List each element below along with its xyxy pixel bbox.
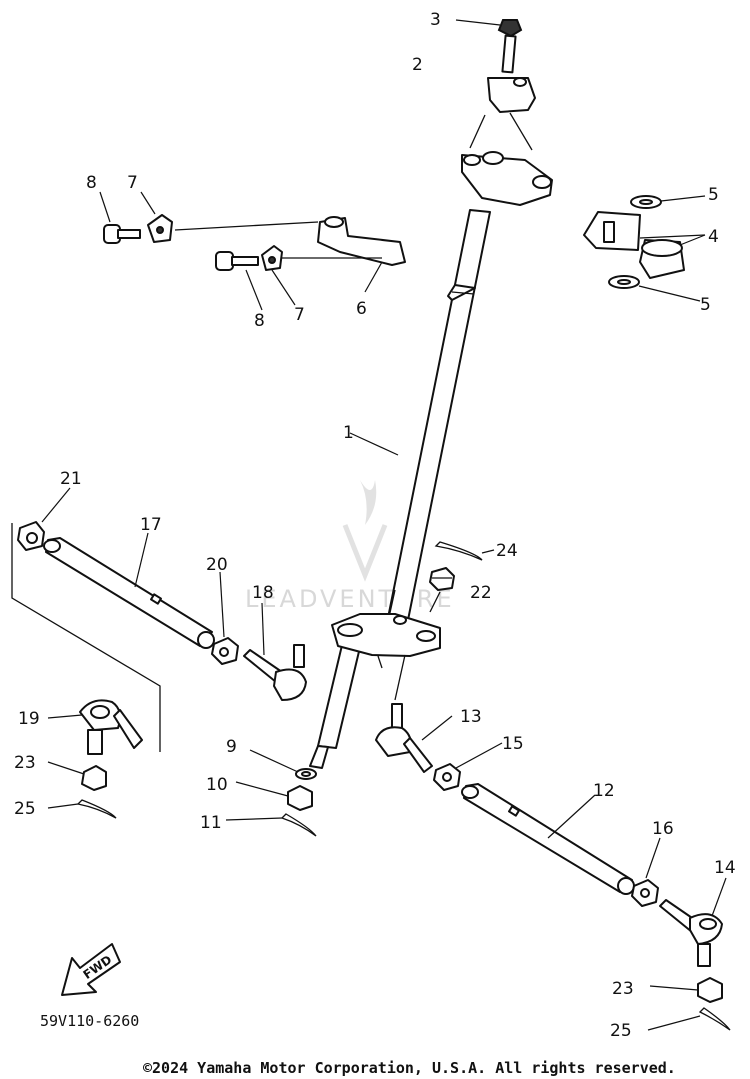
nut-10[interactable]	[235, 781, 313, 811]
bushing-holder[interactable]	[583, 211, 706, 279]
watermark: LEADVENTURE	[245, 480, 455, 613]
watermark-text: LEADVENTURE	[245, 585, 455, 613]
left-assembly-bracket	[11, 523, 161, 752]
callout-5-lower: 5	[700, 295, 711, 315]
callout-1: 1	[343, 423, 354, 443]
callout-3: 3	[430, 10, 441, 30]
callout-7-upper: 7	[127, 173, 138, 193]
callout-9: 9	[226, 737, 237, 757]
callout-15: 15	[502, 734, 524, 754]
callout-20: 20	[206, 555, 228, 575]
copyright-notice: ©2024 Yamaha Motor Corporation, U.S.A. A…	[143, 1059, 676, 1077]
washer-upper[interactable]	[630, 195, 706, 209]
top-bolt[interactable]	[455, 19, 523, 74]
callout-22: 22	[470, 583, 492, 603]
callout-6: 6	[356, 299, 367, 319]
nut-15[interactable]	[433, 742, 503, 791]
callout-13: 13	[460, 707, 482, 727]
tie-rod-right[interactable]	[461, 783, 635, 895]
steering-arm-bracket[interactable]	[174, 216, 406, 293]
shaft-top-bracket	[461, 151, 553, 206]
figure-code: 59V110-6260	[40, 1012, 139, 1030]
upper-holder[interactable]	[469, 77, 536, 151]
callout-17: 17	[140, 515, 162, 535]
callout-23-left: 23	[14, 753, 36, 773]
callout-5-upper: 5	[708, 185, 719, 205]
nut-16[interactable]	[631, 837, 661, 907]
cotter-pin-11[interactable]	[225, 813, 317, 837]
callout-8-upper: 8	[86, 173, 97, 193]
nut-21[interactable]	[17, 487, 71, 551]
callout-11: 11	[200, 813, 222, 833]
nut-23-left[interactable]	[47, 761, 107, 791]
clip-lower[interactable]	[261, 245, 296, 306]
callout-14: 14	[714, 858, 736, 878]
washer-lower[interactable]	[608, 275, 701, 302]
cotter-pin-upper[interactable]	[434, 541, 495, 561]
tie-rod-end-inner-right[interactable]	[375, 703, 453, 773]
tie-rod-end-outer-right[interactable]	[659, 877, 727, 967]
callout-7-lower: 7	[294, 305, 305, 325]
steering-shaft[interactable]	[309, 209, 491, 769]
nut-20[interactable]	[211, 571, 239, 665]
callout-16: 16	[652, 819, 674, 839]
cotter-pin-right[interactable]	[647, 1007, 731, 1031]
callout-12: 12	[593, 781, 615, 801]
bolt-upper[interactable]	[99, 191, 141, 244]
fwd-arrow-icon: FWD	[61, 943, 121, 996]
callout-23-right: 23	[612, 979, 634, 999]
cotter-pin-left[interactable]	[47, 799, 117, 819]
leader-1	[349, 432, 399, 456]
castle-nut-upper[interactable]	[429, 567, 455, 613]
callout-18: 18	[252, 583, 274, 603]
tie-rod-end-outer-left[interactable]	[47, 699, 143, 755]
bolt-lower[interactable]	[215, 251, 263, 311]
shaft-lower-bracket	[331, 613, 441, 701]
callout-24: 24	[496, 541, 518, 561]
clip-upper[interactable]	[140, 191, 173, 243]
nut-23-right[interactable]	[649, 977, 723, 1003]
callout-10: 10	[206, 775, 228, 795]
callout-8-lower: 8	[254, 311, 265, 331]
callout-25-right: 25	[610, 1021, 632, 1041]
callout-25-left: 25	[14, 799, 36, 819]
callout-21: 21	[60, 469, 82, 489]
callout-4: 4	[708, 227, 719, 247]
tie-rod-left[interactable]	[43, 532, 215, 649]
tie-rod-end-inner-left[interactable]	[243, 602, 307, 701]
washer-9[interactable]	[249, 749, 317, 780]
callouts: 1 2 3 4 5 5 6 7 7 8 8 9 10 11 12 13 14 1…	[14, 10, 736, 1041]
callout-2: 2	[412, 55, 423, 75]
callout-19: 19	[18, 709, 40, 729]
